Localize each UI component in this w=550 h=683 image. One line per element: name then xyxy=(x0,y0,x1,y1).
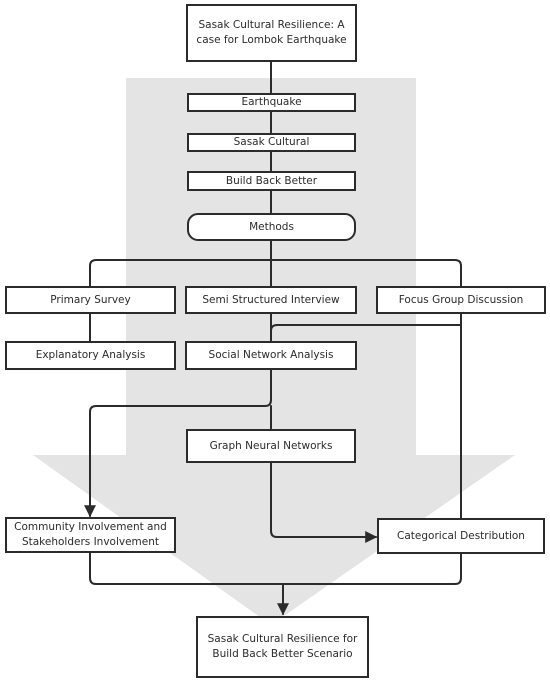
connector-gnn-categorical xyxy=(270,462,378,543)
semi-structured-interview-box: Semi Structured Interview xyxy=(185,286,357,314)
earthquake-box: Earthquake xyxy=(187,93,356,112)
title-box: Sasak Cultural Resilience: A case for Lo… xyxy=(186,4,357,62)
final-scenario-box: Sasak Cultural Resilience for Build Back… xyxy=(196,616,369,678)
connector-branch-right xyxy=(270,259,462,287)
community-involvement-box: Community Involvement and Stakeholders I… xyxy=(5,517,176,553)
primary-survey-box: Primary Survey xyxy=(5,286,176,314)
connector-branch-left xyxy=(89,259,272,287)
explanatory-analysis-box: Explanatory Analysis xyxy=(5,341,176,370)
connector-community-final xyxy=(89,552,278,585)
methods-box: Methods xyxy=(187,213,356,241)
build-back-better-box: Build Back Better xyxy=(187,171,356,191)
connector-categorical-final xyxy=(270,553,462,585)
graph-neural-networks-box: Graph Neural Networks xyxy=(186,429,356,463)
categorical-distribution-box: Categorical Destribution xyxy=(377,518,545,554)
connector-focus-social xyxy=(270,312,462,332)
focus-group-discussion-box: Focus Group Discussion xyxy=(376,286,546,314)
connector-social-community xyxy=(84,369,272,518)
sasak-cultural-box: Sasak Cultural xyxy=(187,133,356,152)
social-network-analysis-box: Social Network Analysis xyxy=(185,341,357,370)
